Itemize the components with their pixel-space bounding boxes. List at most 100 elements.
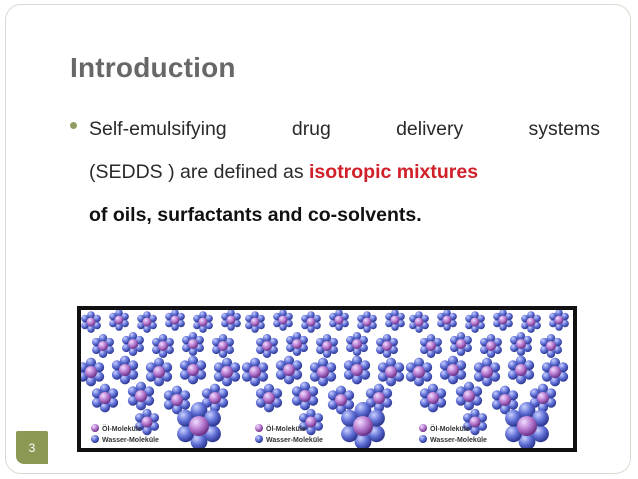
- water-molecule: [85, 376, 97, 387]
- slide-title: Introduction: [70, 52, 236, 83]
- oil-molecule: [537, 392, 549, 404]
- oil-molecule: [141, 416, 153, 428]
- water-molecule: [391, 323, 399, 331]
- oil-molecule: [142, 317, 152, 327]
- water-molecule: [187, 374, 199, 385]
- water-molecule: [463, 400, 475, 411]
- oil-molecule: [427, 392, 439, 404]
- water-molecule: [128, 332, 138, 341]
- oil-molecule: [322, 341, 332, 351]
- water-molecule: [499, 404, 511, 415]
- water-molecule: [142, 425, 152, 436]
- water-molecule: [190, 402, 208, 419]
- oil-molecule: [226, 315, 236, 325]
- water-molecule: [188, 347, 198, 356]
- water-molecule: [322, 334, 332, 343]
- oil-molecule: [456, 339, 466, 349]
- oil-molecule: [413, 366, 425, 378]
- water-molecule: [481, 357, 493, 368]
- water-molecule: [471, 311, 479, 319]
- water-molecule: [249, 357, 261, 368]
- oil-molecule: [305, 416, 317, 428]
- water-molecule: [171, 310, 179, 317]
- oil-molecule: [447, 364, 459, 376]
- water-molecule: [249, 376, 261, 387]
- water-molecule: [199, 311, 207, 319]
- legend-oil-label: Öl-Moleküle: [430, 424, 470, 433]
- water-molecule: [283, 374, 295, 385]
- water-molecule: [537, 383, 549, 394]
- oil-molecule: [352, 339, 362, 349]
- legend-oil-swatch: [91, 424, 99, 432]
- water-molecule: [119, 374, 131, 385]
- water-molecule: [171, 385, 183, 396]
- legend-oil-label: Öl-Moleküle: [102, 424, 142, 433]
- legend-water-label: Wasser-Moleküle: [266, 437, 323, 444]
- oil-molecule: [351, 364, 363, 376]
- water-molecule: [263, 383, 275, 394]
- water-molecule: [352, 347, 362, 356]
- legend-water-label: Wasser-Moleküle: [102, 437, 159, 444]
- water-molecule: [546, 349, 556, 358]
- water-molecule: [87, 311, 95, 319]
- legend-water-swatch: [91, 435, 99, 443]
- water-molecule: [135, 381, 147, 392]
- water-molecule: [413, 357, 425, 368]
- oil-molecule: [426, 341, 436, 351]
- oil-molecule: [317, 366, 329, 378]
- water-molecule: [218, 334, 228, 343]
- oil-molecule: [128, 339, 138, 349]
- water-molecule: [549, 376, 561, 387]
- water-molecule: [527, 311, 535, 319]
- water-molecule: [363, 325, 371, 333]
- water-molecule: [499, 323, 507, 331]
- water-molecule: [555, 323, 563, 331]
- water-molecule: [317, 376, 329, 387]
- water-molecule: [546, 334, 556, 343]
- water-molecule: [443, 310, 451, 317]
- water-molecule: [518, 402, 536, 419]
- water-molecule: [555, 310, 563, 317]
- oil-molecule: [283, 364, 295, 376]
- water-molecule: [306, 408, 316, 419]
- oil-molecule: [499, 394, 511, 406]
- water-molecule: [499, 310, 507, 317]
- water-molecule: [354, 433, 372, 448]
- water-molecule: [351, 374, 363, 385]
- word: Self-emulsifying: [89, 118, 227, 140]
- water-molecule: [486, 334, 496, 343]
- legend-oil-label: Öl-Moleküle: [266, 424, 306, 433]
- water-molecule: [153, 357, 165, 368]
- water-molecule: [263, 402, 275, 413]
- water-molecule: [516, 347, 526, 356]
- oil-molecule: [362, 317, 372, 327]
- water-molecule: [115, 310, 123, 317]
- oil-molecule: [114, 315, 124, 325]
- oil-molecule: [498, 315, 508, 325]
- water-molecule: [352, 332, 362, 341]
- water-molecule: [143, 325, 151, 333]
- bullet-line-2: (SEDDS ) are defined as isotropic mixtur…: [89, 161, 600, 185]
- water-molecule: [199, 325, 207, 333]
- water-molecule: [354, 402, 372, 419]
- water-molecule: [499, 385, 511, 396]
- water-molecule: [115, 323, 123, 331]
- water-molecule: [221, 376, 233, 387]
- oil-molecule: [470, 317, 480, 327]
- water-molecule: [527, 325, 535, 333]
- legend-water-swatch: [255, 435, 263, 443]
- oil-molecule: [292, 339, 302, 349]
- water-molecule: [262, 334, 272, 343]
- oil-molecule: [299, 390, 311, 402]
- word: drug: [291, 118, 331, 140]
- water-molecule: [471, 325, 479, 333]
- line2-text: (SEDDS ) are defined as: [89, 161, 310, 183]
- oil-molecule: [517, 416, 537, 436]
- bullet-line-3: of oils, surfactants and co-solvents.: [89, 204, 422, 226]
- oil-molecule: [353, 416, 373, 436]
- oil-molecule: [119, 364, 131, 376]
- water-molecule: [307, 325, 315, 333]
